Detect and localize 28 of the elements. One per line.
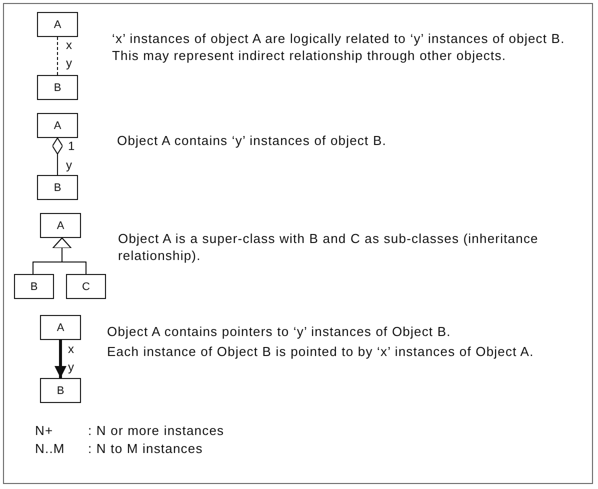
multiplicity-label: 1 <box>68 138 75 155</box>
arrow <box>54 340 66 378</box>
notation-text: N+ <box>35 422 54 439</box>
multiplicity-label: y <box>66 157 72 174</box>
class-box: A <box>37 113 78 138</box>
description-text: Object A contains ‘y’ instances of object B. <box>117 132 388 149</box>
class-box: B <box>37 75 78 100</box>
aggregation-line <box>52 138 63 176</box>
notation-text: : N to M instances <box>88 440 204 457</box>
class-box: B <box>40 378 81 403</box>
notation-text: N..M <box>35 440 65 457</box>
relation-line <box>57 36 58 76</box>
inheritance-arrow <box>52 238 86 274</box>
multiplicity-label: y <box>66 55 72 72</box>
description-text: Each instance of Object B is pointed to by ‘x’ instances of Object A. <box>107 343 535 360</box>
description-text: Object A is a super-class with B and C as sub-classes (inheritance relationship). <box>118 230 540 264</box>
class-box: B <box>14 274 54 299</box>
description-text: Object A contains pointers to ‘y’ instances of Object B. <box>107 323 452 340</box>
multiplicity-label: y <box>68 359 74 376</box>
multiplicity-label: x <box>66 37 72 54</box>
class-box: A <box>40 213 81 238</box>
notation-text: : N or more instances <box>88 422 226 439</box>
class-box: A <box>37 12 78 37</box>
description-text: ‘x’ instances of object A are logically related to ‘y’ instances of object B. This may represent indirect relationship through other objects. <box>112 30 566 64</box>
class-box: B <box>37 175 78 200</box>
multiplicity-label: x <box>68 341 74 358</box>
class-box: C <box>66 274 106 299</box>
class-box: A <box>40 315 81 340</box>
